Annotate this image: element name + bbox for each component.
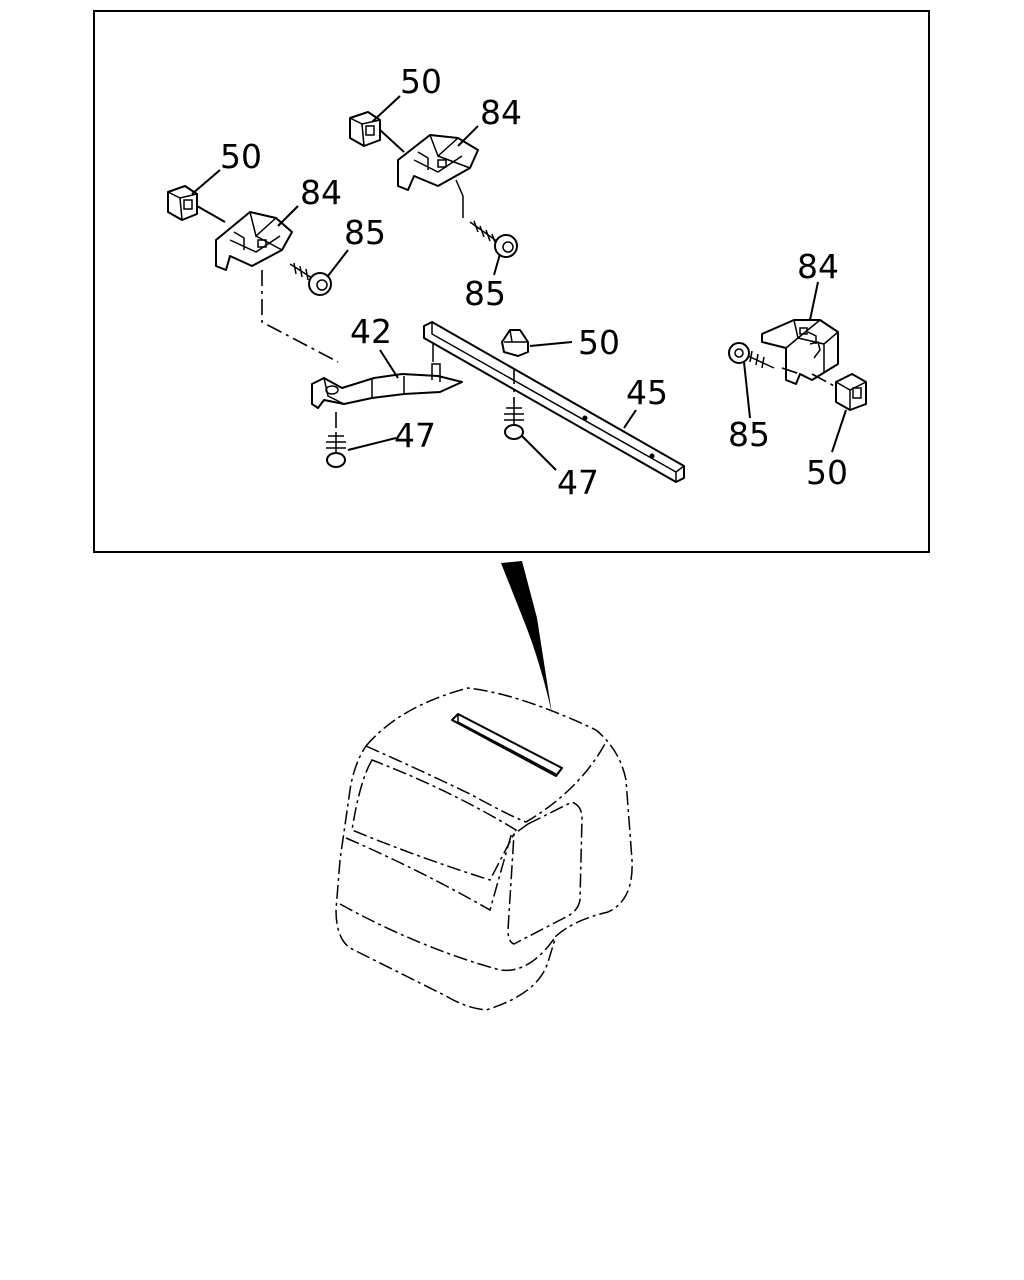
axis-left [261, 270, 339, 363]
callout-47-mid: 47 [557, 463, 599, 502]
leader-85-top [493, 253, 501, 276]
callout-84-top: 84 [480, 93, 522, 132]
leader-50-mid [529, 341, 573, 347]
axis-50-right [811, 373, 839, 389]
callout-labels: 50 84 85 50 84 85 42 47 50 45 47 84 85 5… [220, 62, 848, 502]
screw-85-top [469, 220, 518, 258]
clip-50-left [167, 185, 198, 221]
callout-85-left: 85 [344, 213, 386, 252]
leader-47-mid [521, 435, 557, 471]
leader-50-top [371, 95, 401, 123]
callout-47-left: 47 [394, 416, 436, 455]
callout-50-right: 50 [806, 453, 848, 492]
clip-50-mid [501, 329, 529, 357]
axis-85-right [781, 367, 801, 375]
leader-clip-left [196, 205, 226, 223]
screw-47-left [326, 432, 346, 468]
callout-50-mid: 50 [578, 323, 620, 362]
bracket-84-right [761, 319, 839, 385]
callout-84-right: 84 [797, 247, 839, 286]
leader-47-left [347, 437, 397, 451]
leader-42 [379, 349, 399, 379]
leader-50-right [831, 409, 847, 453]
leader-50-left [191, 169, 221, 195]
clip-50-top [349, 111, 381, 147]
leader-45 [623, 409, 637, 429]
leader-clip-top [379, 129, 405, 153]
callout-50-top: 50 [400, 62, 442, 101]
roof-rail [451, 713, 563, 777]
leader-85-right [743, 361, 751, 419]
callout-84-left: 84 [300, 173, 342, 212]
detail-frame [93, 10, 930, 553]
leader-84-right [809, 281, 819, 321]
screw-85-left [289, 262, 332, 296]
vehicle-cab-outline [335, 687, 633, 1011]
bracket-42 [311, 363, 463, 409]
leader-84-top [457, 125, 479, 147]
rail-45 [423, 321, 685, 483]
detail-pointer [501, 561, 552, 714]
callout-45: 45 [626, 373, 668, 412]
callout-50-left: 50 [220, 137, 262, 176]
screw-47-mid [504, 404, 524, 440]
screw-85-right [728, 342, 775, 369]
clip-50-right [835, 373, 867, 411]
leader-84-left [277, 205, 299, 227]
leader-85-left [327, 249, 349, 277]
callout-42: 42 [350, 312, 392, 351]
bracket-84-top [397, 134, 479, 191]
bracket-84-left [215, 211, 293, 271]
callout-85-right: 85 [728, 415, 770, 454]
callout-85-top: 85 [464, 274, 506, 313]
axis-top-1 [455, 179, 464, 197]
